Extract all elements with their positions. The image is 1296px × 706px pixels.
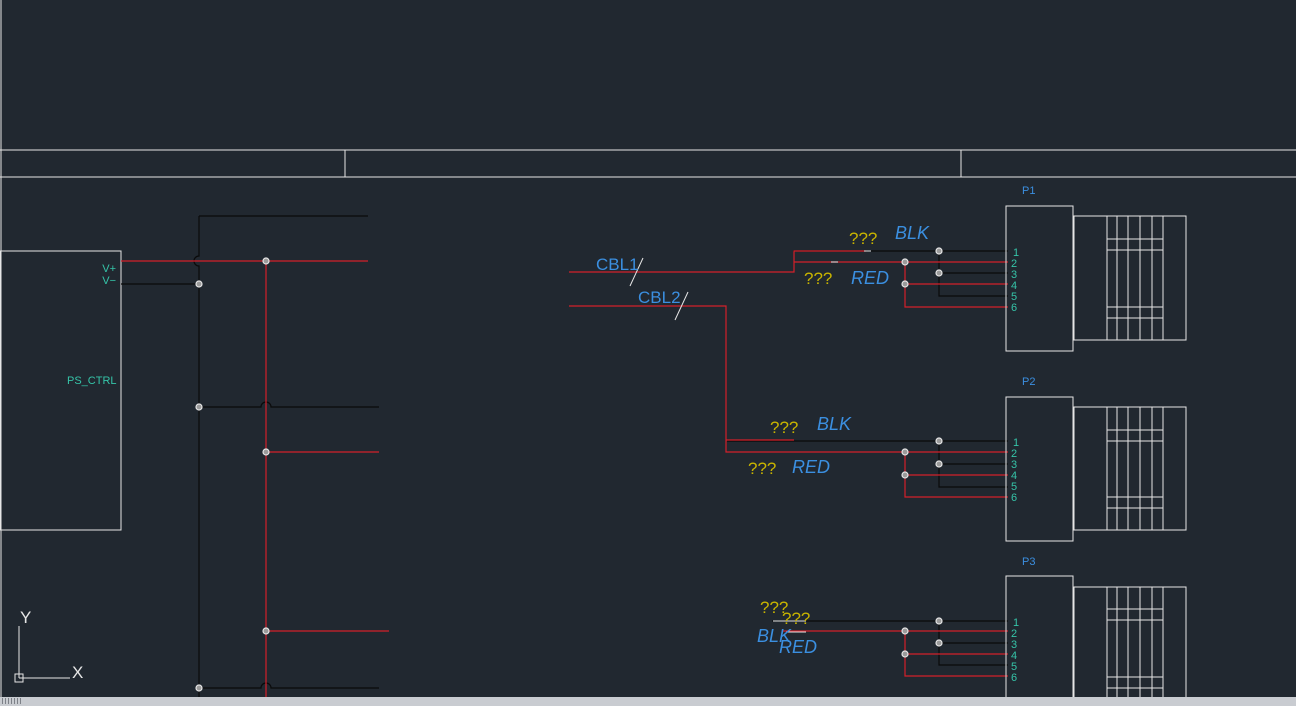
pin-number: 1 [1013, 437, 1019, 449]
junction-dot[interactable] [901, 650, 909, 658]
junction-dot[interactable] [262, 448, 270, 456]
black-wire-bus [121, 215, 1008, 697]
pin-number: 5 [1011, 661, 1017, 673]
conductor-tag-unknown[interactable]: ??? [782, 609, 810, 628]
ucs-icon [14, 626, 70, 683]
pin-number: 4 [1011, 650, 1017, 662]
black-wire[interactable] [938, 441, 1008, 488]
pin-number: 5 [1011, 291, 1017, 303]
junction-dot[interactable] [935, 437, 943, 445]
connector-tag: P2 [1022, 376, 1035, 388]
junction-dot[interactable] [935, 269, 943, 277]
pin-number: 6 [1011, 672, 1017, 684]
connector-tag: P1 [1022, 185, 1035, 197]
connector-body[interactable] [1005, 575, 1074, 706]
pin-number: 4 [1011, 470, 1017, 482]
pin-label-v-plus: V+ [102, 263, 116, 275]
junction-dot[interactable] [195, 403, 203, 411]
junction-dot[interactable] [901, 448, 909, 456]
red-wire[interactable] [904, 262, 1008, 308]
black-wire[interactable] [938, 251, 1008, 297]
conductor-color-blk[interactable]: BLK [817, 414, 852, 434]
conductor-color-red[interactable]: RED [851, 268, 889, 288]
junction-dot[interactable] [935, 639, 943, 647]
conductor-tag-unknown[interactable]: ??? [760, 598, 788, 617]
pin-label-v-minus: V− [102, 275, 116, 287]
conductor-tag-unknown[interactable]: ??? [748, 459, 776, 478]
red-wire[interactable] [904, 452, 1008, 498]
connector-body[interactable] [1005, 205, 1074, 352]
ucs-y-label: Y [20, 608, 31, 627]
pin-number: 4 [1011, 280, 1017, 292]
junction-dot[interactable] [935, 460, 943, 468]
cable-slash-marks [629, 257, 689, 321]
pin-number: 2 [1011, 628, 1017, 640]
power-supply-block[interactable]: V+ V− PS_CTRL [0, 250, 122, 531]
junction-dot[interactable] [901, 280, 909, 288]
cable-label-cbl1[interactable]: CBL1 [596, 255, 639, 274]
junction-dot[interactable] [262, 257, 270, 265]
pin-number: 5 [1011, 481, 1017, 493]
label-leaders [773, 250, 871, 633]
conductor-color-blk[interactable]: BLK [895, 223, 930, 243]
ucs-x-label: X [72, 663, 83, 682]
pin-number: 6 [1011, 492, 1017, 504]
black-wire[interactable] [199, 682, 379, 689]
pin-number: 3 [1011, 269, 1017, 281]
junction-dots [195, 247, 943, 692]
conductor-tag-unknown[interactable]: ??? [804, 269, 832, 288]
pin-number: 2 [1011, 258, 1017, 270]
junction-dot[interactable] [901, 627, 909, 635]
grip-handle-icon[interactable] [2, 698, 22, 704]
connector-plug-icon [1073, 586, 1187, 706]
red-wire[interactable] [569, 305, 1008, 453]
junction-dot[interactable] [195, 684, 203, 692]
cable-slash [629, 257, 644, 287]
power-supply-outline[interactable] [0, 250, 122, 531]
connector-tag: P3 [1022, 556, 1035, 568]
connector-p1[interactable]: P1 1 2 3 4 5 6 [1005, 185, 1187, 352]
conductor-color-blk[interactable]: BLK [757, 626, 792, 646]
ucs-origin-box [14, 673, 24, 683]
black-wire[interactable] [199, 401, 379, 408]
cable-slash [674, 291, 689, 321]
cable-label-cbl2[interactable]: CBL2 [638, 288, 681, 307]
pin-number: 6 [1011, 302, 1017, 314]
black-wire[interactable] [938, 621, 1008, 666]
junction-dot[interactable] [935, 617, 943, 625]
connector-body[interactable] [1005, 396, 1074, 542]
pin-number: 1 [1013, 247, 1019, 259]
conductor-color-red[interactable]: RED [779, 637, 817, 657]
pin-number: 3 [1011, 459, 1017, 471]
connector-plug-icon [1073, 215, 1187, 341]
red-wire-bus [121, 250, 1008, 697]
status-bar [0, 697, 1296, 706]
junction-dot[interactable] [901, 471, 909, 479]
junction-dot[interactable] [262, 627, 270, 635]
pin-number: 3 [1011, 639, 1017, 651]
connector-p2[interactable]: P2 1 2 3 4 5 6 [1005, 376, 1187, 542]
junction-dot[interactable] [195, 280, 203, 288]
conductor-tag-unknown[interactable]: ??? [849, 229, 877, 248]
pin-number: 2 [1011, 448, 1017, 460]
conductor-tag-unknown[interactable]: ??? [770, 418, 798, 437]
connector-p3[interactable]: P3 1 2 3 4 5 6 [1005, 556, 1187, 706]
conductor-color-red[interactable]: RED [792, 457, 830, 477]
pin-number: 1 [1013, 617, 1019, 629]
junction-dot[interactable] [935, 247, 943, 255]
junction-dot[interactable] [901, 258, 909, 266]
connector-plug-icon [1073, 406, 1187, 531]
black-wire[interactable] [193, 216, 200, 697]
red-wire[interactable] [904, 631, 1008, 677]
power-supply-tag: PS_CTRL [67, 375, 117, 387]
